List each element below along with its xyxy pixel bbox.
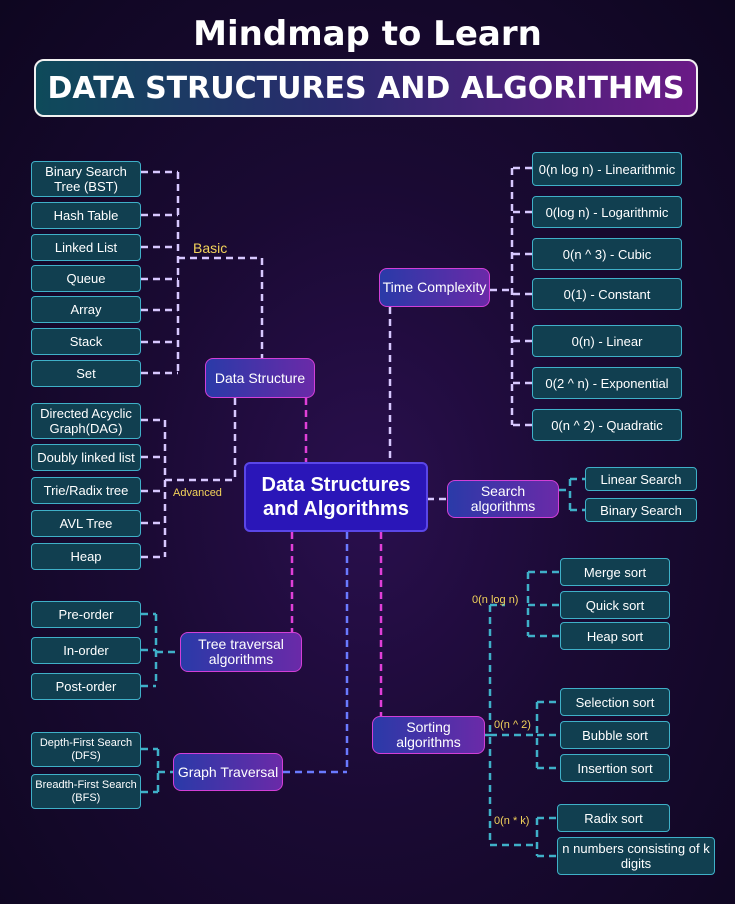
sort-group-nlogn-label: 0(n log n): [472, 594, 519, 606]
radix-description-node: n numbers consisting of k digits: [557, 837, 715, 875]
advanced-label: Advanced: [173, 487, 222, 499]
bubble-sort-node: Bubble sort: [560, 721, 670, 749]
dag-node: Directed Acyclic Graph(DAG): [31, 403, 141, 439]
graph-traversal-node: Graph Traversal: [173, 753, 283, 791]
selection-sort-node: Selection sort: [560, 688, 670, 716]
complexity-cubic-node: 0(n ^ 3) - Cubic: [532, 238, 682, 270]
pre-order-node: Pre-order: [31, 601, 141, 628]
heap-sort-node: Heap sort: [560, 622, 670, 650]
heap-node: Heap: [31, 543, 141, 570]
array-node: Array: [31, 296, 141, 323]
binary-search-node: Binary Search: [585, 498, 697, 522]
complexity-constant-node: 0(1) - Constant: [532, 278, 682, 310]
data-structure-node: Data Structure: [205, 358, 315, 398]
hash-table-node: Hash Table: [31, 202, 141, 229]
in-order-node: In-order: [31, 637, 141, 664]
avl-tree-node: AVL Tree: [31, 510, 141, 537]
bfs-node: Breadth-First Search (BFS): [31, 774, 141, 809]
linked-list-node: Linked List: [31, 234, 141, 261]
queue-node: Queue: [31, 265, 141, 292]
radix-sort-node: Radix sort: [557, 804, 670, 832]
sorting-algorithms-node: Sorting algorithms: [372, 716, 485, 754]
page-subtitle-banner: DATA STRUCTURES AND ALGORITHMS: [34, 59, 698, 117]
linear-search-node: Linear Search: [585, 467, 697, 491]
tree-traversal-node: Tree traversal algorithms: [180, 632, 302, 672]
complexity-linearithmic-node: 0(n log n) - Linearithmic: [532, 152, 682, 186]
complexity-exponential-node: 0(2 ^ n) - Exponential: [532, 367, 682, 399]
post-order-node: Post-order: [31, 673, 141, 700]
insertion-sort-node: Insertion sort: [560, 754, 670, 782]
search-algorithms-node: Search algorithms: [447, 480, 559, 518]
complexity-quadratic-node: 0(n ^ 2) - Quadratic: [532, 409, 682, 441]
doubly-linked-list-node: Doubly linked list: [31, 444, 141, 471]
bst-node: Binary Search Tree (BST): [31, 161, 141, 197]
stack-node: Stack: [31, 328, 141, 355]
complexity-logarithmic-node: 0(log n) - Logarithmic: [532, 196, 682, 228]
time-complexity-node: Time Complexity: [379, 268, 490, 307]
trie-node: Trie/Radix tree: [31, 477, 141, 504]
sort-group-n2-label: 0(n ^ 2): [494, 719, 531, 731]
central-topic-node: Data Structures and Algorithms: [244, 462, 428, 532]
complexity-linear-node: 0(n) - Linear: [532, 325, 682, 357]
dfs-node: Depth-First Search (DFS): [31, 732, 141, 767]
set-node: Set: [31, 360, 141, 387]
sort-group-nk-label: 0(n * k): [494, 815, 530, 827]
quick-sort-node: Quick sort: [560, 591, 670, 619]
page-title: Mindmap to Learn: [193, 14, 542, 54]
basic-label: Basic: [193, 240, 228, 256]
merge-sort-node: Merge sort: [560, 558, 670, 586]
